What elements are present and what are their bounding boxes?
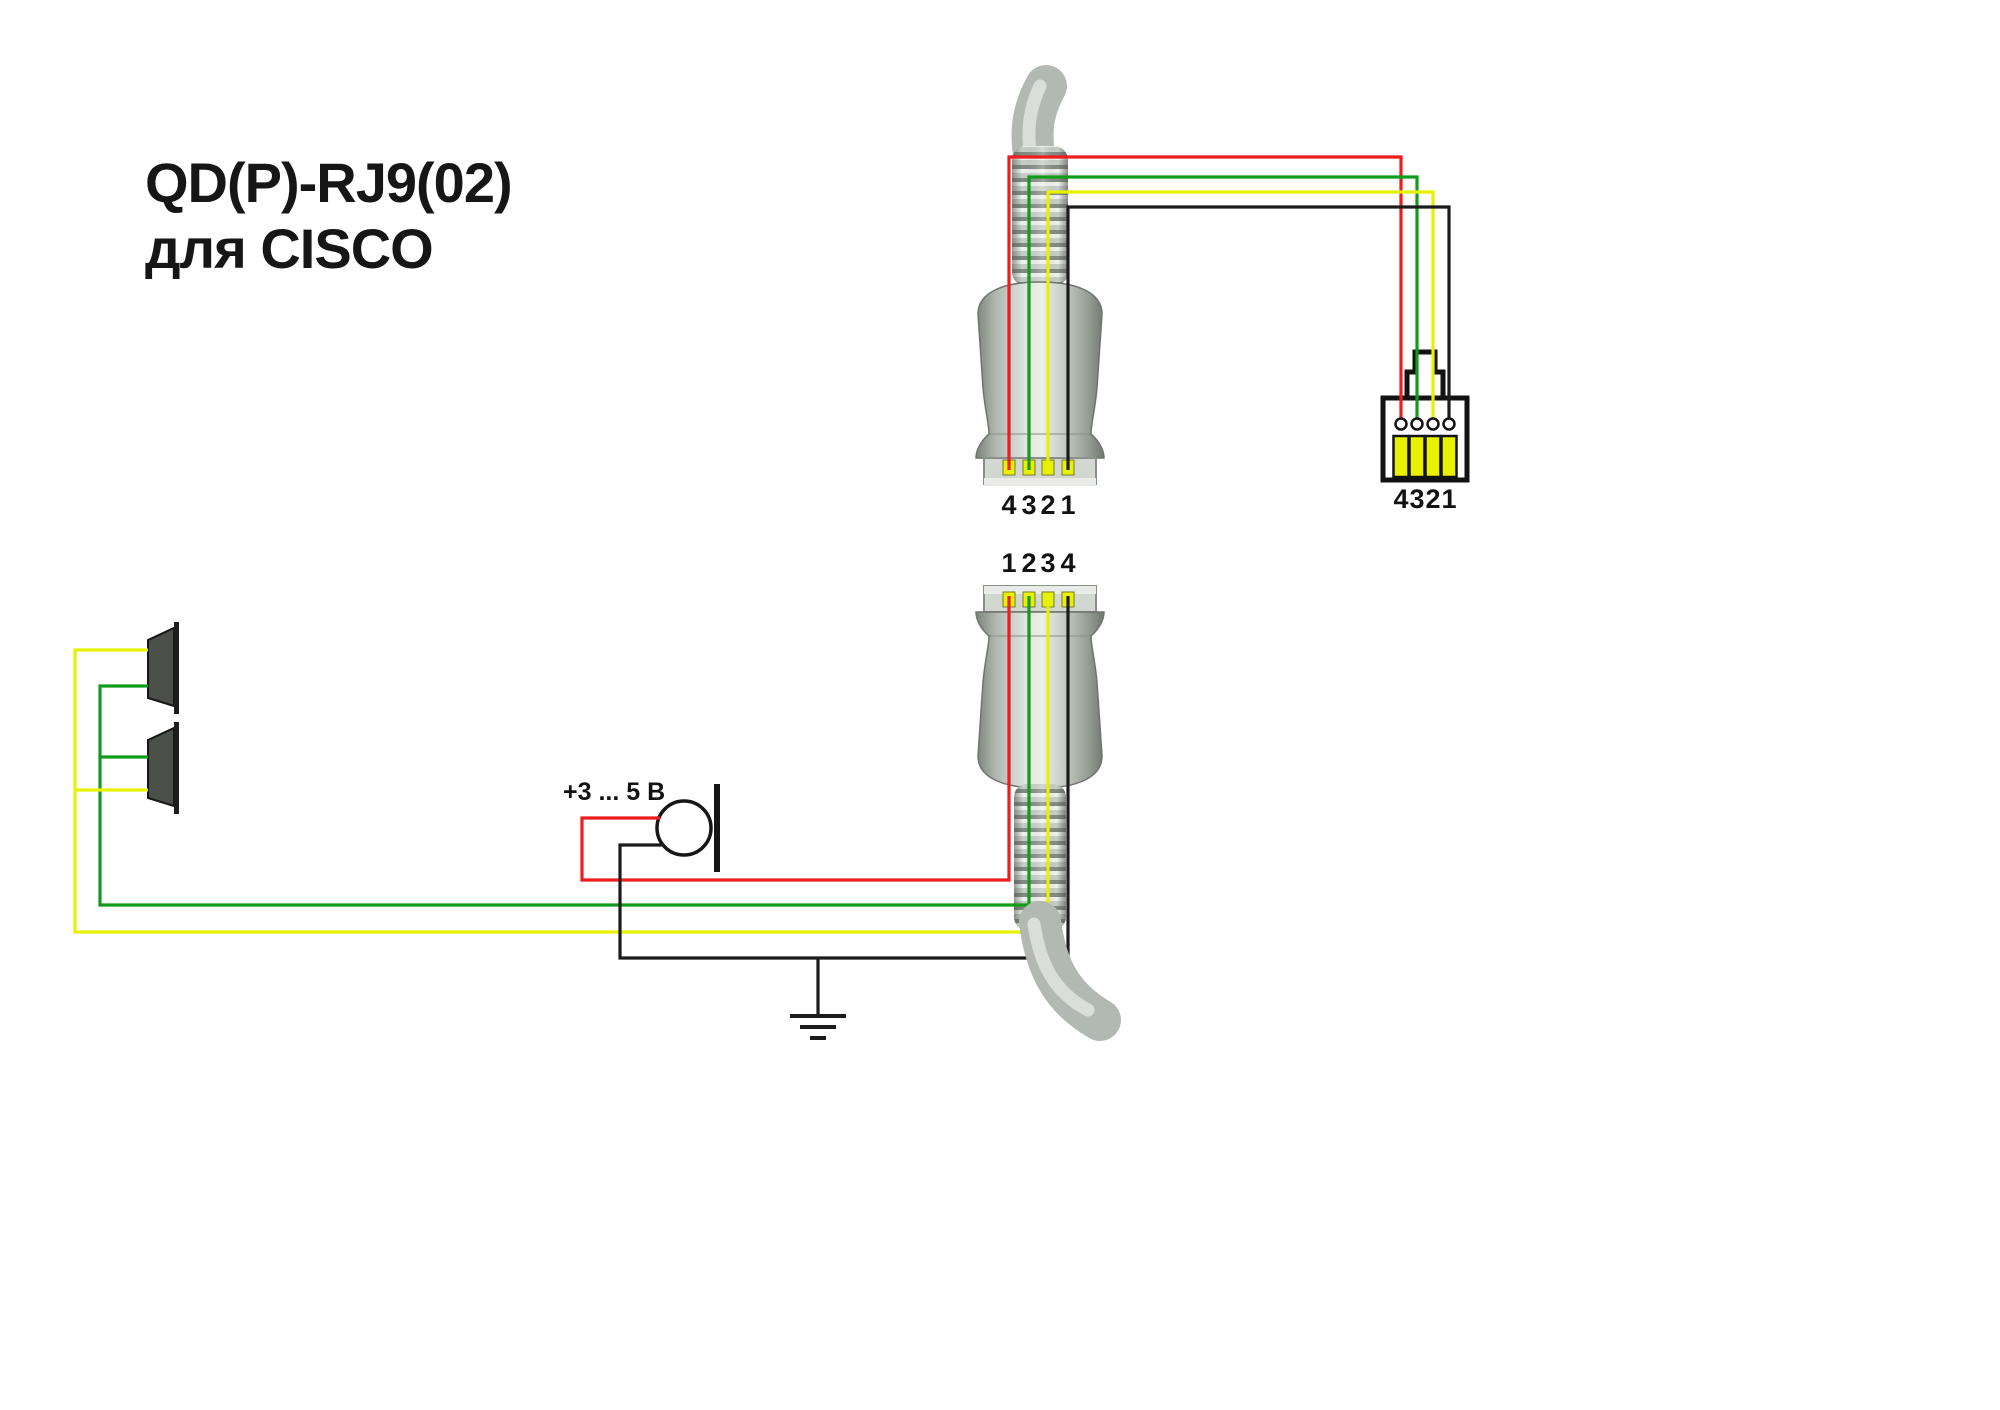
mic-capsule-circle	[655, 799, 713, 857]
pin-label: 4	[1060, 548, 1075, 578]
wires-top-run	[1007, 155, 1451, 470]
qd-bottom-body	[975, 611, 1105, 789]
qd-plug-top	[975, 65, 1105, 486]
mic-plate	[714, 784, 720, 872]
pin-label: 4	[1393, 484, 1408, 514]
pin-label: 1	[1060, 490, 1075, 520]
wire-red-top	[1007, 155, 1403, 470]
microphone-symbol	[655, 784, 720, 872]
qd-top-strain-relief-shade	[1012, 146, 1068, 286]
wires-bottom-run	[73, 596, 1070, 1016]
pin-labels-qd-bottom: 1 2 3 4	[1001, 548, 1075, 578]
pin-labels-qd-top: 4 3 2 1	[1001, 490, 1075, 520]
rj9-pins	[1392, 417, 1458, 479]
wire-red-mic	[580, 596, 1011, 882]
speaker-magnet	[147, 726, 175, 808]
rj9-latch	[1404, 349, 1446, 400]
wire-black-mic-ground	[618, 596, 1070, 960]
pin-label: 2	[1021, 548, 1036, 578]
qd-top-body	[975, 281, 1105, 459]
speaker-bottom	[147, 722, 179, 814]
rj9-pin-bar	[1408, 434, 1426, 479]
speaker-top	[147, 622, 179, 714]
page-title: QD(P)-RJ9(02) для CISCO	[145, 150, 513, 282]
pin-label: 2	[1040, 490, 1055, 520]
ground-symbol	[790, 1014, 846, 1040]
wire-green-top	[1027, 175, 1419, 470]
speaker-plate	[174, 722, 179, 814]
pin-label: 3	[1021, 490, 1036, 520]
pin-label: 3	[1040, 548, 1055, 578]
rj9-pin-bar	[1424, 434, 1442, 479]
pin-label: 1	[1001, 548, 1016, 578]
pin-labels-rj9: 4 3 2 1	[1393, 484, 1456, 514]
pin-label: 1	[1441, 484, 1456, 514]
mic-voltage-label: +3 ... 5 В	[563, 778, 665, 806]
qd-bottom-cable-highlight	[1027, 917, 1095, 1017]
speaker-magnet	[147, 626, 175, 708]
title-line-1: QD(P)-RJ9(02)	[145, 151, 513, 214]
pin-label: 2	[1425, 484, 1440, 514]
qd-bottom-mating-lip	[984, 586, 1096, 594]
rj9-pin-contact	[1426, 417, 1440, 431]
wire-yellow-speakers	[73, 596, 1050, 934]
rj9-pin-contact	[1394, 417, 1408, 431]
title-line-2: для CISCO	[145, 217, 434, 281]
wire-green-speakers	[98, 596, 1031, 907]
rj9-pin-bar	[1440, 434, 1458, 479]
rj9-pin-bar	[1392, 434, 1410, 479]
rj9-pin-contact	[1442, 417, 1456, 431]
wire-black-top	[1066, 205, 1451, 470]
wire-yellow-top	[1046, 190, 1435, 470]
pin-label: 4	[1001, 490, 1016, 520]
qd-top-cable-highlight	[1022, 79, 1047, 157]
qd-top-mating-lip	[984, 478, 1096, 486]
rj9-pin-contact	[1410, 417, 1424, 431]
qd-bottom-strain-relief-shade	[1014, 784, 1066, 930]
pin-label: 3	[1409, 484, 1424, 514]
speaker-plate	[174, 622, 179, 714]
